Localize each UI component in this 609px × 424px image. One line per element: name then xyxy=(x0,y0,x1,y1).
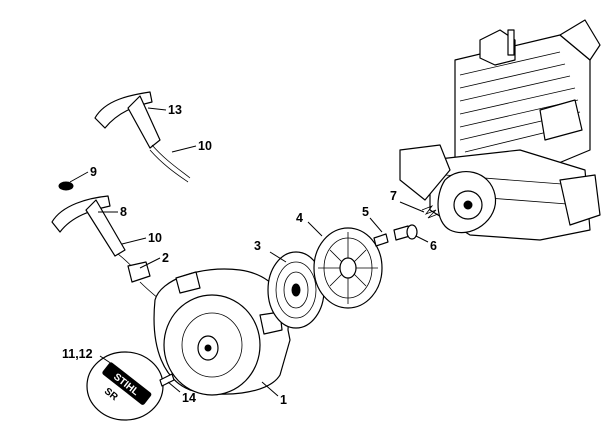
rope-rotor-4 xyxy=(313,227,383,309)
callout-13: 13 xyxy=(168,103,182,117)
callout-3: 3 xyxy=(254,239,261,253)
callout-4: 4 xyxy=(296,211,303,225)
spring-7 xyxy=(421,205,439,219)
callout-labels: 13 10 9 8 10 2 3 4 5 7 6 11,12 14 1 xyxy=(62,103,437,407)
washer-6 xyxy=(406,224,418,240)
callout-10-upper: 10 xyxy=(198,139,212,153)
callout-14: 14 xyxy=(182,391,196,405)
callout-6: 6 xyxy=(430,239,437,253)
callout-7: 7 xyxy=(390,189,397,203)
pawl-5 xyxy=(373,225,411,247)
callout-5: 5 xyxy=(362,205,369,219)
screw-14 xyxy=(159,373,175,387)
callout-8: 8 xyxy=(120,205,127,219)
callout-2: 2 xyxy=(162,251,169,265)
callout-11-12: 11,12 xyxy=(62,347,93,361)
leader-lines xyxy=(69,107,429,397)
fan-housing-1 xyxy=(153,268,291,396)
cover-plate-11-12: STIHL SR xyxy=(86,351,164,421)
callout-1: 1 xyxy=(280,393,287,407)
callout-9: 9 xyxy=(90,165,97,179)
cap-9 xyxy=(58,181,74,191)
engine-cylinder xyxy=(399,19,601,241)
grommet-2 xyxy=(127,261,166,305)
callout-10-lower: 10 xyxy=(148,231,162,245)
starter-grip-8 xyxy=(51,195,141,277)
starter-grip-13 xyxy=(94,91,191,183)
